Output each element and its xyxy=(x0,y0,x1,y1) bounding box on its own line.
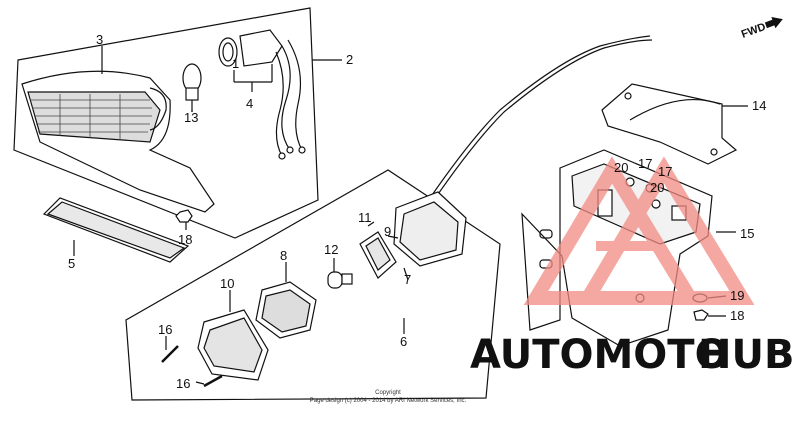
callout-3: 3 xyxy=(96,32,103,47)
callout-17-right: 17 xyxy=(658,164,672,179)
nut-part xyxy=(175,209,193,223)
callout-14: 14 xyxy=(752,98,766,113)
callout-2: 2 xyxy=(346,52,353,67)
callout-4: 4 xyxy=(246,96,253,111)
bolt-20-part xyxy=(651,199,661,209)
callout-numbers: 1 2 3 4 5 6 7 8 9 10 11 12 13 14 15 16 1… xyxy=(68,32,766,391)
small-bulb-part xyxy=(327,271,353,289)
callout-18-right: 18 xyxy=(730,308,744,323)
callout-10: 10 xyxy=(220,276,234,291)
watermark-brand-part1: AUTOMOTO xyxy=(470,332,729,378)
callout-20-upper: 20 xyxy=(614,160,628,175)
callout-15: 15 xyxy=(740,226,754,241)
callout-19: 19 xyxy=(730,288,744,303)
screw-part xyxy=(161,345,223,388)
socket-ring-part xyxy=(218,37,238,67)
callout-6: 6 xyxy=(400,334,407,349)
callout-1: 1 xyxy=(232,56,239,71)
callout-20-lower: 20 xyxy=(650,180,664,195)
taillight-housing-group xyxy=(13,7,342,239)
gasket-part xyxy=(42,197,190,263)
fwd-label: FWD xyxy=(740,21,768,41)
callout-16-upper: 16 xyxy=(158,322,172,337)
bulb-part xyxy=(182,63,202,112)
callout-8: 8 xyxy=(280,248,287,263)
callout-17-left: 17 xyxy=(638,156,652,171)
copyright-notice: Copyright Page design (c) 2004 - 2014 by… xyxy=(310,390,467,404)
callout-18-left: 18 xyxy=(178,232,192,247)
callout-13: 13 xyxy=(184,110,198,125)
callout-9: 9 xyxy=(384,224,391,239)
callout-5: 5 xyxy=(68,256,75,271)
callout-16-lower: 16 xyxy=(176,376,190,391)
watermark-brand-part2: HUB xyxy=(698,332,794,378)
bracket-14-part xyxy=(601,83,738,165)
forward-direction-indicator: FWD xyxy=(740,16,783,41)
group-box-outline-2 xyxy=(125,169,501,401)
wire-harness xyxy=(429,35,651,199)
copyright-title: Copyright xyxy=(375,390,401,396)
license-light-group xyxy=(125,169,501,401)
callout-12: 12 xyxy=(324,242,338,257)
group-box-outline xyxy=(13,7,319,239)
nut-18-part xyxy=(693,309,709,321)
watermark-text: AUTOMOTO HUB xyxy=(470,332,794,378)
copyright-text: Page design (c) 2004 - 2014 by ARI Netwo… xyxy=(310,398,467,404)
callout-7: 7 xyxy=(404,272,411,287)
callout-11: 11 xyxy=(358,210,372,225)
watermark-logo xyxy=(523,156,755,305)
arrow-icon xyxy=(771,16,783,29)
socket-wire-part xyxy=(239,29,306,160)
